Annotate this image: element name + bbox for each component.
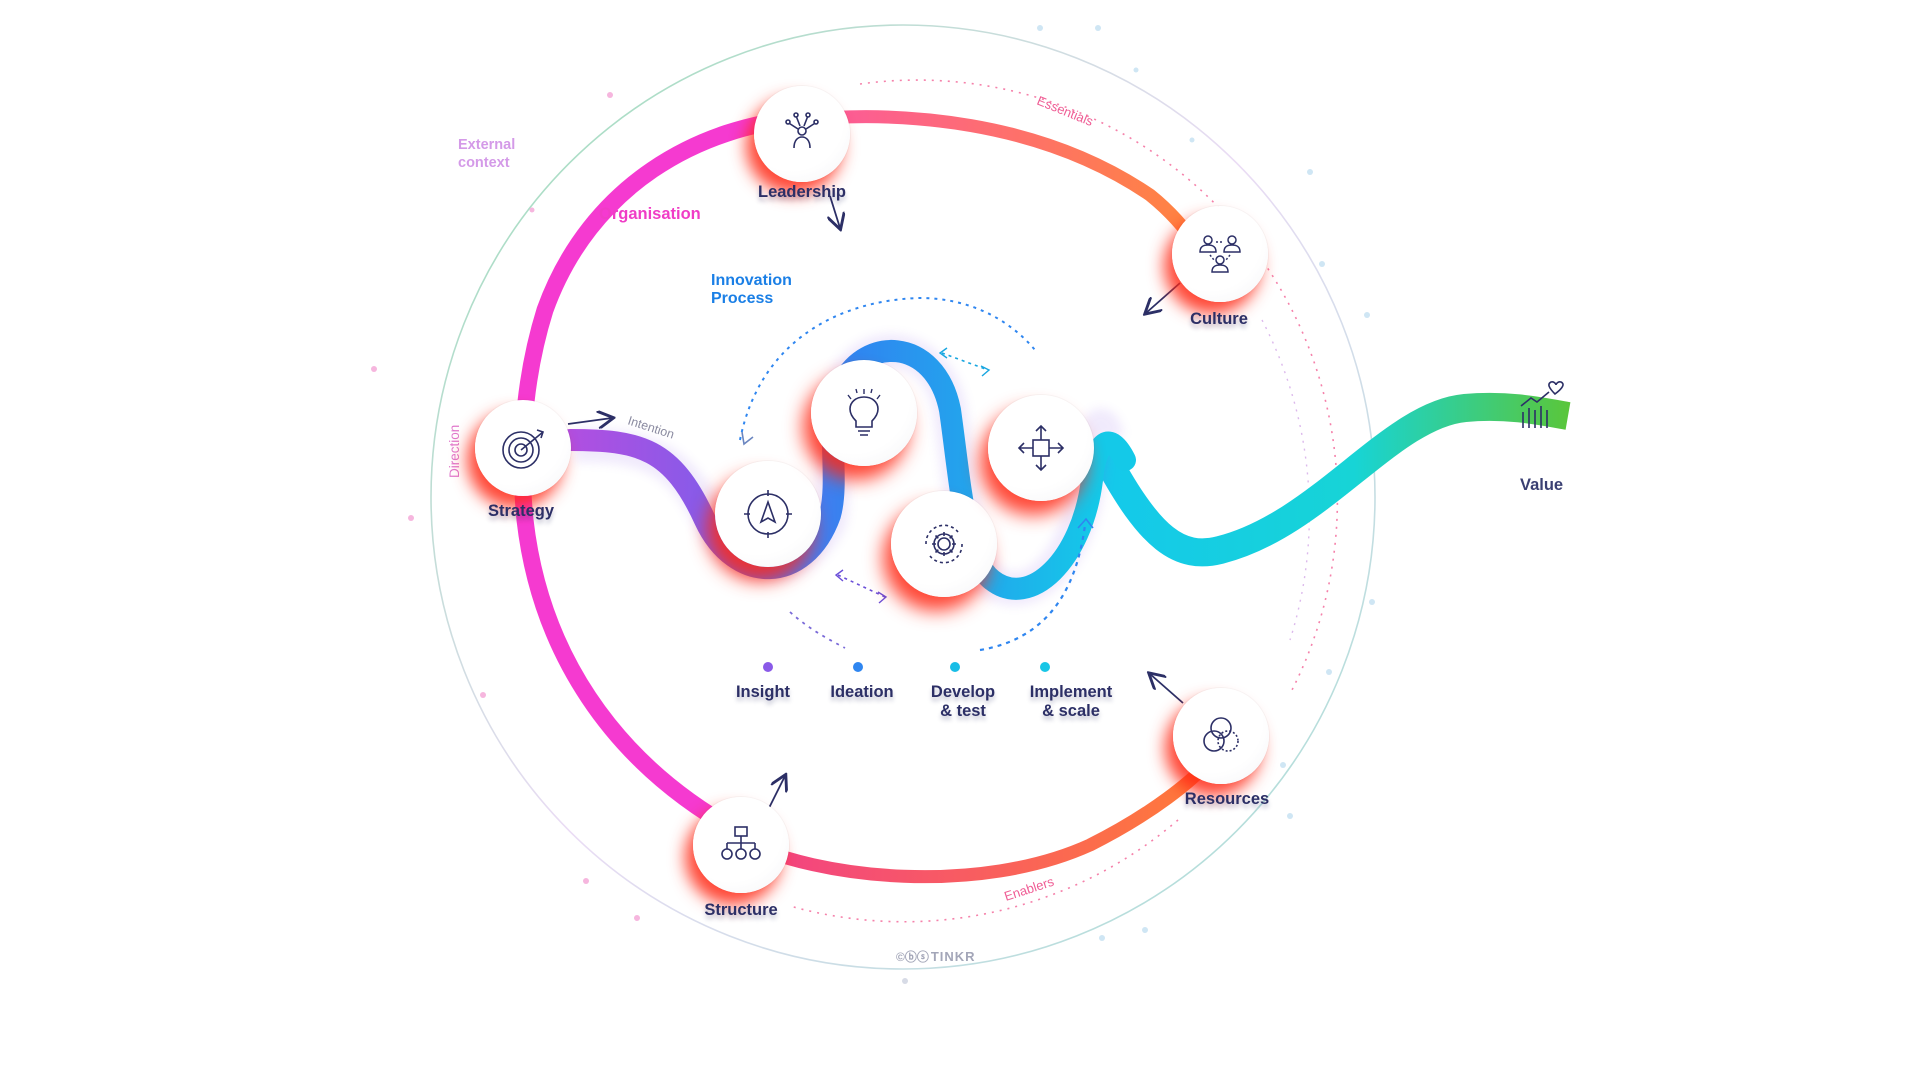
- develop-label-line-1: Develop: [930, 683, 996, 701]
- resources-node[interactable]: [1173, 688, 1269, 784]
- culture-label: Culture: [1190, 310, 1248, 328]
- brand-name: TINKR: [930, 949, 976, 964]
- external-context-label: External context: [458, 136, 515, 172]
- leadership-node[interactable]: [754, 86, 850, 182]
- implement-label-line-1: Implement: [1029, 683, 1113, 701]
- external-context-line-1: External: [458, 137, 516, 153]
- decorative-dots: [371, 25, 1375, 984]
- value-chart-heart-icon: [1520, 381, 1564, 428]
- leadership-arrow: [830, 195, 840, 228]
- organisation-label: Organisation: [599, 205, 701, 223]
- structure-arrow: [767, 776, 785, 811]
- ideation-develop-arrowhead-left: [834, 569, 844, 582]
- strategy-label: Strategy: [487, 502, 555, 520]
- gear-cycle-icon: [925, 524, 963, 564]
- process-cycle-top-arrow: [739, 296, 1036, 441]
- implement-label-line-2: & scale: [1042, 702, 1100, 720]
- develop-node[interactable]: [891, 491, 997, 597]
- enablers-label: Enablers: [1002, 874, 1056, 904]
- org-chart-icon: [721, 826, 761, 860]
- structure-label: Structure: [704, 901, 778, 919]
- value-curve: [1092, 392, 1571, 567]
- implement-node[interactable]: [988, 395, 1094, 501]
- essentials-label: Essentials: [1035, 93, 1096, 129]
- innovation-process-label: Innovation Process: [711, 272, 792, 308]
- innovation-wave: [559, 339, 1136, 600]
- essentials-arc-top: [793, 110, 1207, 257]
- process-cycle-lower-left-arrow: [789, 611, 846, 649]
- develop-label-line-2: & test: [940, 702, 986, 720]
- process-cycle-bottom-arrowhead: [1077, 517, 1094, 529]
- implement-ideation-link: [941, 352, 989, 371]
- process-cycle-top-arrowhead: [741, 431, 754, 446]
- innovation-process-line-2: Process: [711, 290, 774, 307]
- insight-label: Insight: [735, 683, 791, 701]
- license-icons: ©ⓑⓢ: [896, 950, 929, 964]
- implement-ideation-arrowhead-left: [938, 347, 948, 359]
- insight-node[interactable]: [715, 461, 821, 567]
- direction-label: Direction: [447, 425, 462, 478]
- culture-resources-dotted-arc: [1261, 319, 1311, 641]
- process-cycle-bottom-arrow: [979, 524, 1087, 652]
- leadership-icon: [785, 112, 819, 149]
- implement-dot: [1040, 662, 1050, 672]
- external-context-line-2: context: [458, 155, 510, 171]
- innovation-process-line-1: Innovation: [711, 272, 792, 289]
- develop-label: Develop & test: [931, 683, 995, 721]
- implement-label: Implement & scale: [1030, 683, 1113, 721]
- ideation-develop-arrowhead-right: [877, 591, 888, 604]
- ideation-dot: [853, 662, 863, 672]
- insight-dot: [763, 662, 773, 672]
- develop-dot: [950, 662, 960, 672]
- target-icon: [502, 429, 545, 469]
- leadership-label: Leadership: [757, 183, 847, 201]
- lightbulb-icon: [847, 388, 881, 436]
- enablers-arc-bottom: [733, 748, 1222, 884]
- strategy-node[interactable]: [475, 400, 571, 496]
- ideation-develop-link: [837, 574, 886, 598]
- resources-label: Resources: [1184, 790, 1270, 808]
- value-label: Value: [1520, 476, 1564, 494]
- ideation-label: Ideation: [830, 683, 894, 701]
- expand-arrows-icon: [1017, 424, 1065, 472]
- structure-node[interactable]: [693, 797, 789, 893]
- resources-arrow: [1150, 674, 1184, 704]
- overlapping-circles-icon: [1203, 717, 1239, 752]
- ideation-node[interactable]: [811, 360, 917, 466]
- culture-node[interactable]: [1172, 206, 1268, 302]
- compass-icon: [744, 490, 792, 538]
- people-triangle-icon: [1199, 235, 1241, 273]
- implement-ideation-arrowhead-right: [980, 365, 991, 377]
- culture-arrow: [1146, 282, 1181, 313]
- intention-arrow: [567, 418, 612, 424]
- enablers-dotted-arc: [789, 819, 1179, 923]
- external-context-ring: [430, 24, 1376, 970]
